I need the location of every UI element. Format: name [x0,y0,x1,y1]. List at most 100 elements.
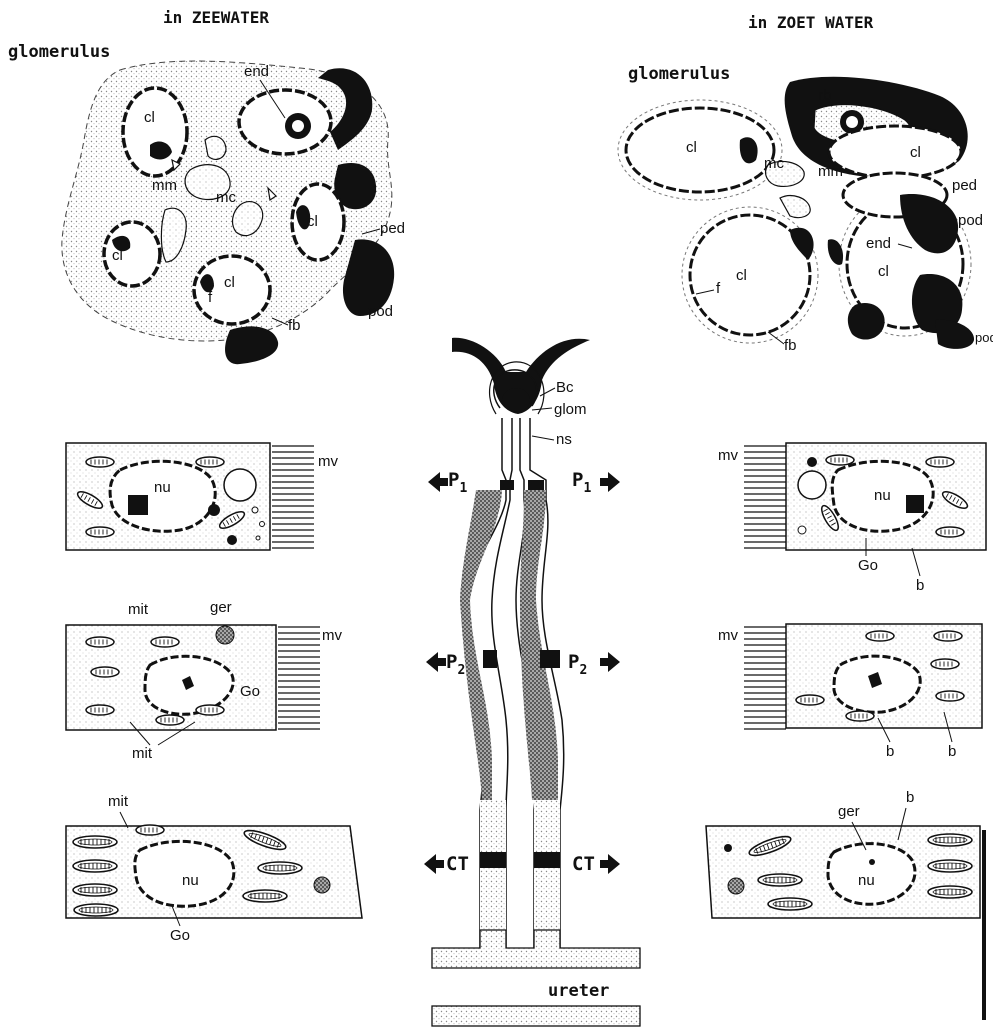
label-bc: Bc [556,379,574,396]
header-right: in ZOET WATER [748,13,874,32]
arrow-left-ct [424,854,444,874]
nucleus-left-p1 [110,461,215,531]
ct-segment-right [534,800,560,950]
label-ct-right: CT [572,853,595,875]
cell-left-ct: mit nu Go [66,793,362,944]
arrow-left-p2 [426,652,446,672]
label-p1-left: P1 [448,469,467,496]
arrow-right-p1 [600,472,620,492]
nucleolus-right-p1 [906,495,924,513]
label-mc-right: mc [764,155,784,172]
leader-b-right-p1 [912,548,920,576]
glomerulus-center [502,388,530,412]
cell-left-p1: nu mv [66,443,338,550]
right-glomerulus: glomerulus [618,64,993,354]
right-capillary-b [682,207,818,343]
marker-ct-right [534,852,560,868]
label-b-right-p1: b [916,577,924,594]
label-pod-left: pod [368,303,393,320]
label-nu-right-p1: nu [874,487,891,504]
marker-p1-left [500,480,514,490]
marker-p2-right [540,650,560,668]
label-cl-left-4: cl [224,274,235,291]
label-b2-right-p2: b [948,743,956,760]
header-left: in ZEEWATER [163,8,269,27]
label-mm-left: mm [152,177,177,194]
label-p2-left: P2 [446,651,465,678]
label-ct-left: CT [446,853,469,875]
label-mit2-left-p2: mit [132,745,153,762]
label-nu-left-p1: nu [154,479,171,496]
label-mv-right-p1: mv [718,447,738,464]
marker-ct-left [480,852,506,868]
p2-segment-left [460,600,492,800]
label-fb-right: fb [784,337,797,354]
label-end-left: end [244,63,269,80]
label-ped-right: ped [952,177,977,194]
label-pod-right-1: pod [958,212,983,229]
ct-segment-left [480,800,506,950]
right-capillary-top [618,100,782,200]
ureter-upper [432,930,640,968]
label-p1-right: P1 [572,469,591,496]
leader-bc [540,388,555,396]
capillary-loop-4 [292,184,344,260]
label-mc-left: mc [216,189,236,206]
label-go-left-p2: Go [240,683,260,700]
label-glom: glom [554,401,587,418]
label-cl-left-3: cl [112,247,123,264]
label-cl-left-1: cl [144,109,155,126]
label-go-left-ct: Go [170,927,190,944]
label-mv-left-p1: mv [318,453,338,470]
leader-ns [532,436,554,440]
arrow-left-p1 [428,472,448,492]
label-rb-right: rb [818,87,831,104]
ureter-lower [432,1006,640,1026]
right-glomerulus-title: glomerulus [628,64,730,84]
marker-p1-right [528,480,544,490]
label-mv-right-p2: mv [718,627,738,644]
edge-line-right [982,830,986,1020]
left-glomerulus-title: glomerulus [8,42,110,62]
label-cl-right-4: cl [878,263,889,280]
label-nu-right-ct: nu [858,872,875,889]
leader-glom [532,408,552,410]
label-ped-left: ped [380,220,405,237]
label-b-right-ct: b [906,789,914,806]
cell-right-p1: mv nu Go b [718,443,986,594]
p1-segment-left [460,490,502,600]
podocyte-bottom [225,326,278,364]
left-glomerulus: glomerulus [8,42,405,364]
cell-left-p2: mit ger mv Go mit [66,599,342,762]
label-fb-left: fb [288,317,301,334]
label-ureter: ureter [548,981,609,1001]
label-cl-right-1: cl [686,139,697,156]
label-pod-right-2: pod [975,330,993,345]
label-mit-left-p2: mit [128,601,149,618]
p2-segment-right [520,600,558,800]
label-mm-right: mm [818,163,843,180]
cell-right-p2: mv b b [718,624,982,760]
label-go-right-p1: Go [858,557,878,574]
label-p2-right: P2 [568,651,587,678]
arrow-right-p2 [600,652,620,672]
capillary-loop-2 [239,90,331,154]
label-mit-left-ct: mit [108,793,129,810]
label-ger-right-ct: ger [838,803,860,820]
label-nu-left-ct: nu [182,872,199,889]
label-cl-left-2: cl [307,213,318,230]
label-cl-right-2: cl [910,144,921,161]
label-mv-left-p2: mv [322,627,342,644]
nucleolus-left-p1 [128,495,148,515]
label-ns: ns [556,431,572,448]
label-cl-right-3: cl [736,267,747,284]
arrow-right-ct [600,854,620,874]
marker-p2-left [483,650,497,668]
cell-right-ct: ger b nu [706,789,986,1020]
leader-fb-right [768,332,784,344]
nephron-diagram: Bc glom ns ureter [432,338,640,1026]
label-b1-right-p2: b [886,743,894,760]
label-end-right: end [866,235,891,252]
